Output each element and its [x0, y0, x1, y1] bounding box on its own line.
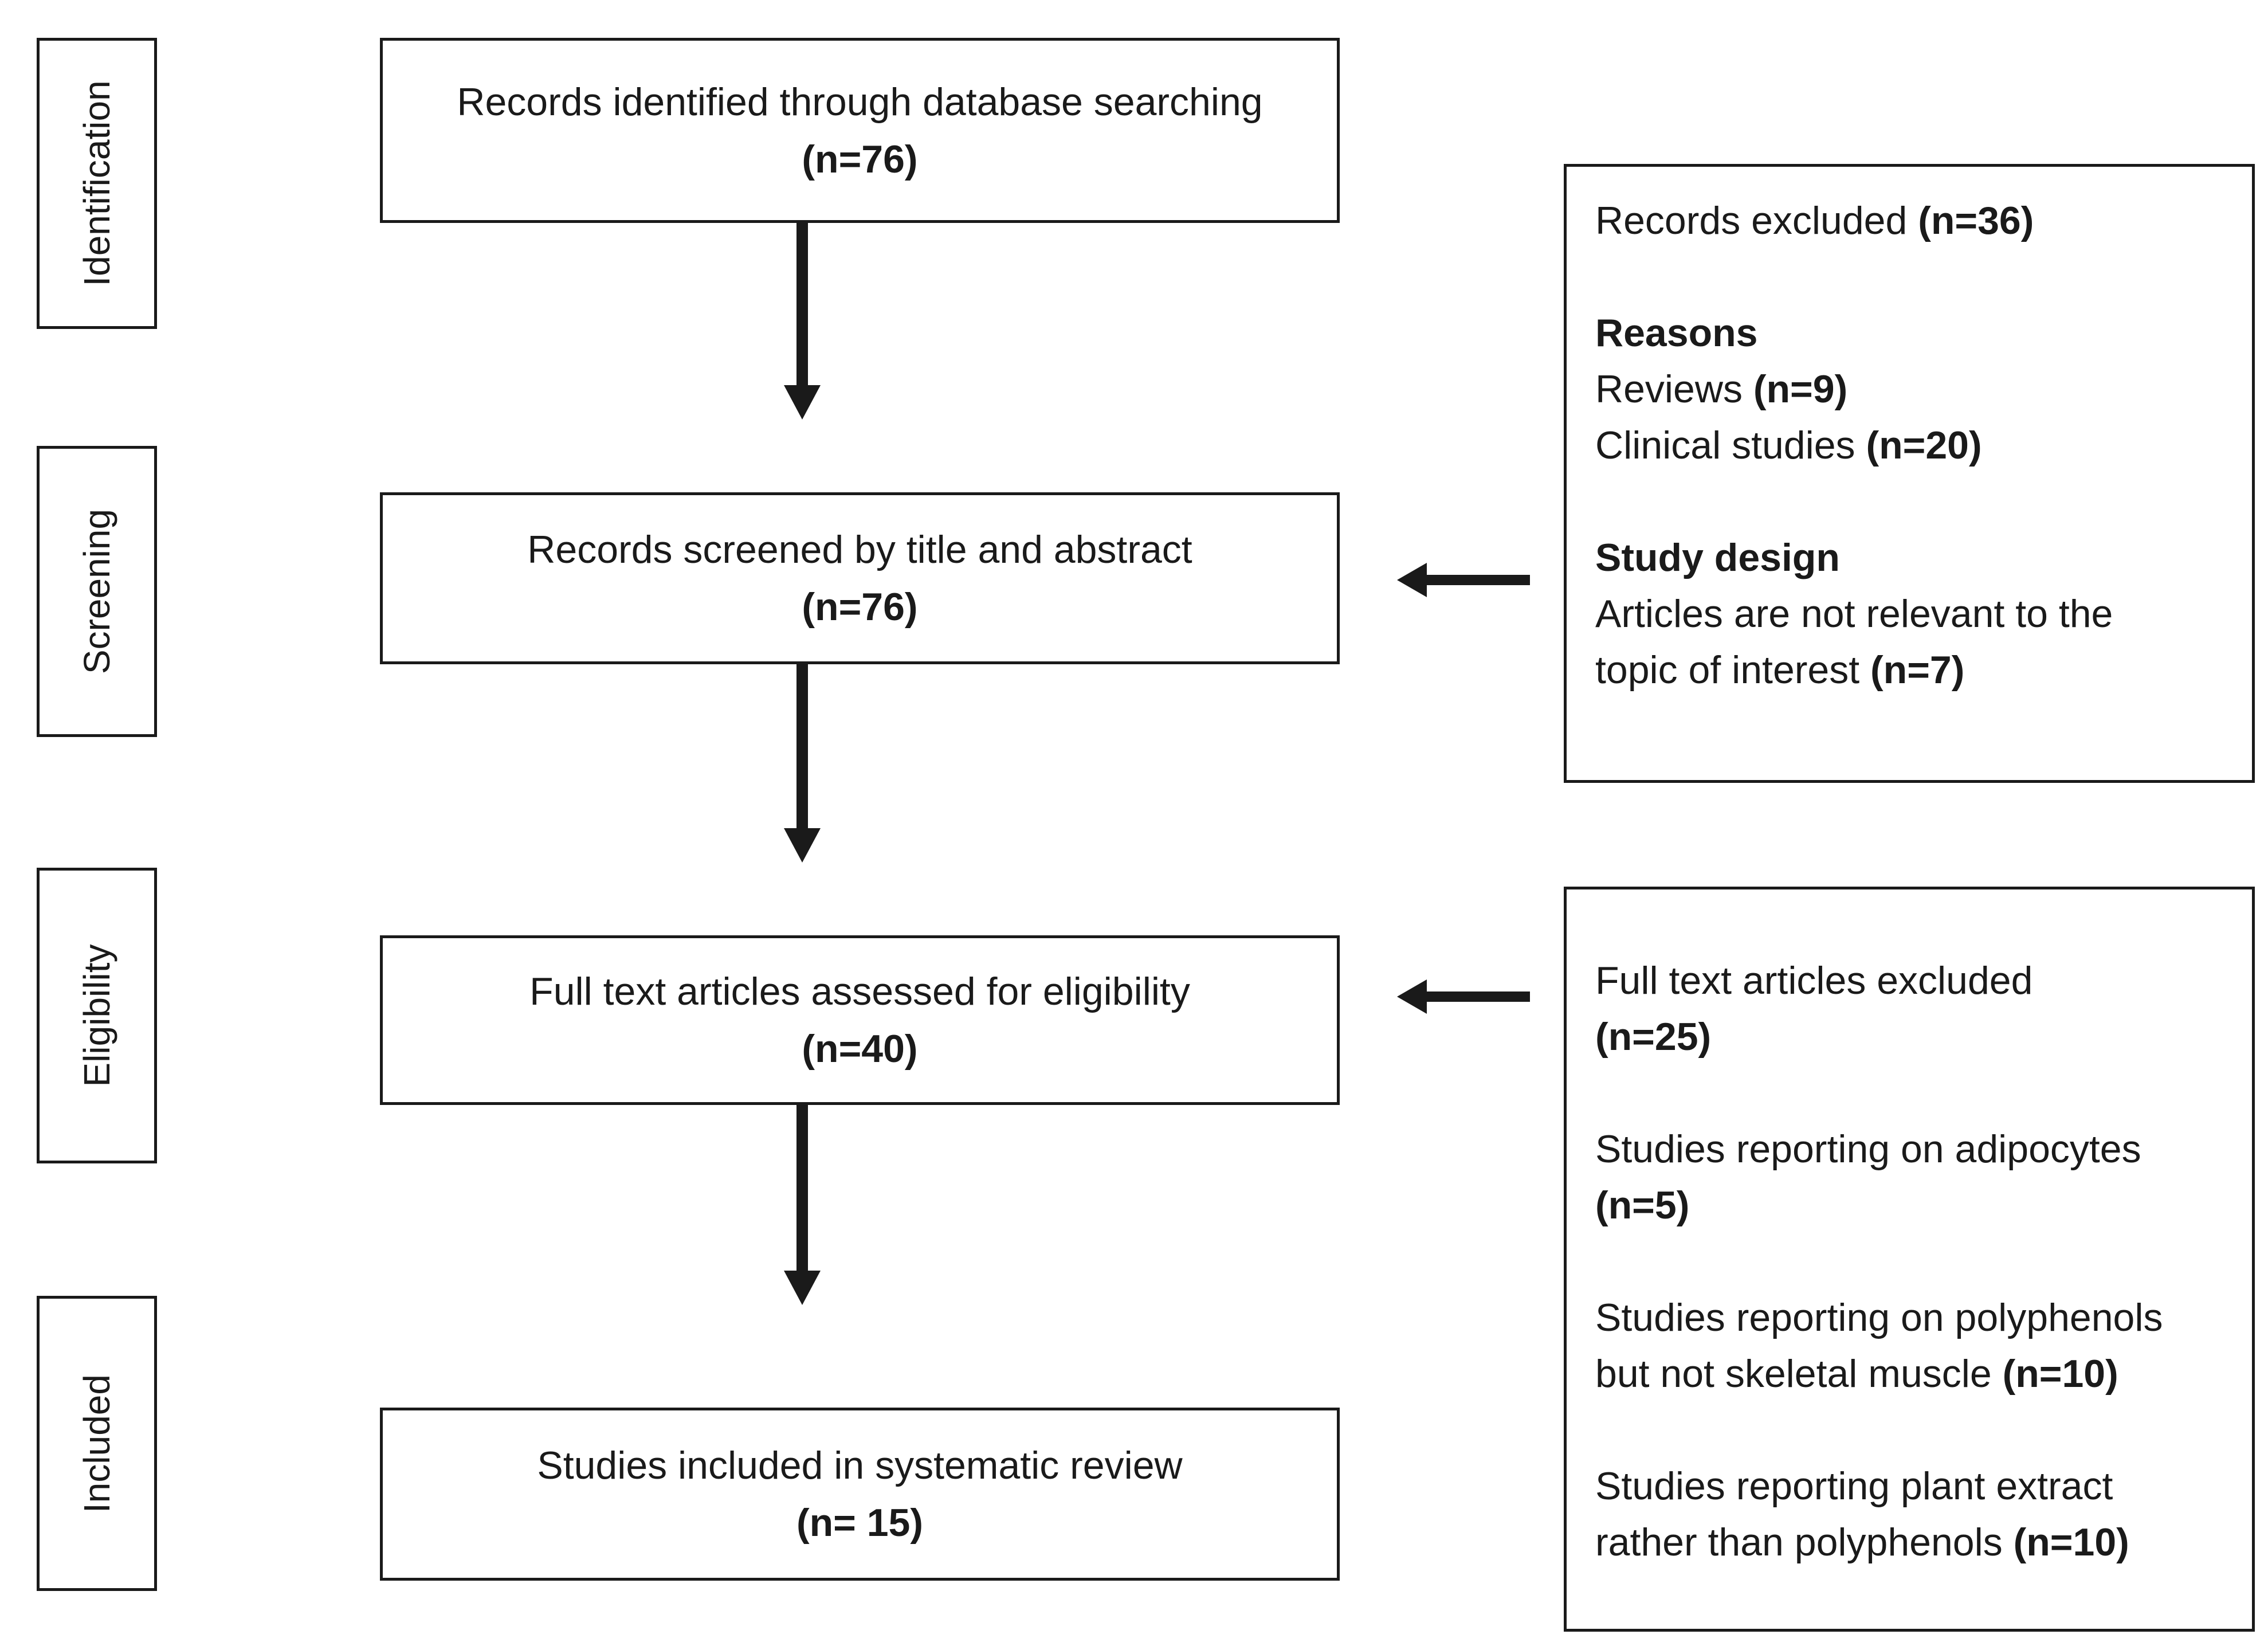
study-design-heading: Study design [1595, 536, 1840, 579]
plant-extract-line2: rather than polyphenols (n=10) [1595, 1514, 2240, 1570]
not-relevant-line2: topic of interest (n=7) [1595, 642, 2240, 698]
records-screened-box: Records screened by title and abstract (… [380, 492, 1340, 664]
arrowhead-left-2 [1397, 979, 1427, 1014]
polyphenols-line1: Studies reporting on polyphenols [1595, 1296, 2163, 1339]
records-identified-text: Records identified through database sear… [457, 80, 1263, 124]
fulltext-excluded-box: Full text articles excluded (n=25) Studi… [1564, 887, 2255, 1632]
arrowhead-down-3 [784, 1271, 821, 1305]
polyphenols-line2: but not skeletal muscle (n=10) [1595, 1346, 2240, 1402]
records-screened-count: (n=76) [802, 585, 918, 629]
reasons-heading: Reasons [1595, 311, 1758, 355]
reviews-count: (n=9) [1753, 367, 1848, 411]
clinical-text: Clinical studies [1595, 424, 1855, 467]
clinical-line: Clinical studies (n=20) [1595, 417, 2240, 473]
stage-screening: Screening [37, 446, 157, 737]
records-excluded-box: Records excluded (n=36) Reasons Reviews … [1564, 164, 2255, 783]
records-excluded-line: Records excluded (n=36) [1595, 193, 2240, 249]
plant-extract-text: rather than polyphenols [1595, 1520, 2003, 1564]
studies-included-box: Studies included in systematic review (n… [380, 1408, 1340, 1581]
polyphenols-text: but not skeletal muscle [1595, 1352, 1992, 1396]
fulltext-assessed-box: Full text articles assessed for eligibil… [380, 935, 1340, 1105]
plant-extract-count: (n=10) [2013, 1520, 2129, 1564]
studies-included-text: Studies included in systematic review [537, 1444, 1183, 1487]
not-relevant-line1: Articles are not relevant to the [1595, 592, 2113, 636]
stage-included: Included [37, 1296, 157, 1591]
arrowhead-down-1 [784, 385, 821, 420]
fulltext-excluded-title: Full text articles excluded [1595, 959, 2033, 1002]
polyphenols-count: (n=10) [2002, 1352, 2118, 1396]
records-excluded-count: (n=36) [1918, 199, 2034, 242]
records-screened-text: Records screened by title and abstract [527, 528, 1192, 571]
reviews-line: Reviews (n=9) [1595, 361, 2240, 417]
adipocytes-count: (n=5) [1595, 1183, 1690, 1227]
not-relevant-count: (n=7) [1870, 648, 1965, 692]
arrowhead-left-1 [1397, 563, 1427, 597]
fulltext-assessed-text: Full text articles assessed for eligibil… [529, 970, 1190, 1013]
stage-eligibility: Eligibility [37, 868, 157, 1163]
reviews-text: Reviews [1595, 367, 1743, 411]
not-relevant-text: topic of interest [1595, 648, 1860, 692]
fulltext-excluded-count: (n=25) [1595, 1015, 1712, 1059]
stage-identification: Identification [37, 38, 157, 329]
fulltext-assessed-count: (n=40) [802, 1027, 918, 1071]
adipocytes-text: Studies reporting on adipocytes [1595, 1127, 2141, 1171]
records-excluded-title: Records excluded [1595, 199, 1908, 242]
records-identified-count: (n=76) [802, 137, 918, 181]
arrowhead-down-2 [784, 828, 821, 863]
clinical-count: (n=20) [1866, 424, 1982, 467]
studies-included-count: (n= 15) [796, 1501, 924, 1545]
records-identified-box: Records identified through database sear… [380, 38, 1340, 223]
plant-extract-line1: Studies reporting plant extract [1595, 1464, 2113, 1508]
